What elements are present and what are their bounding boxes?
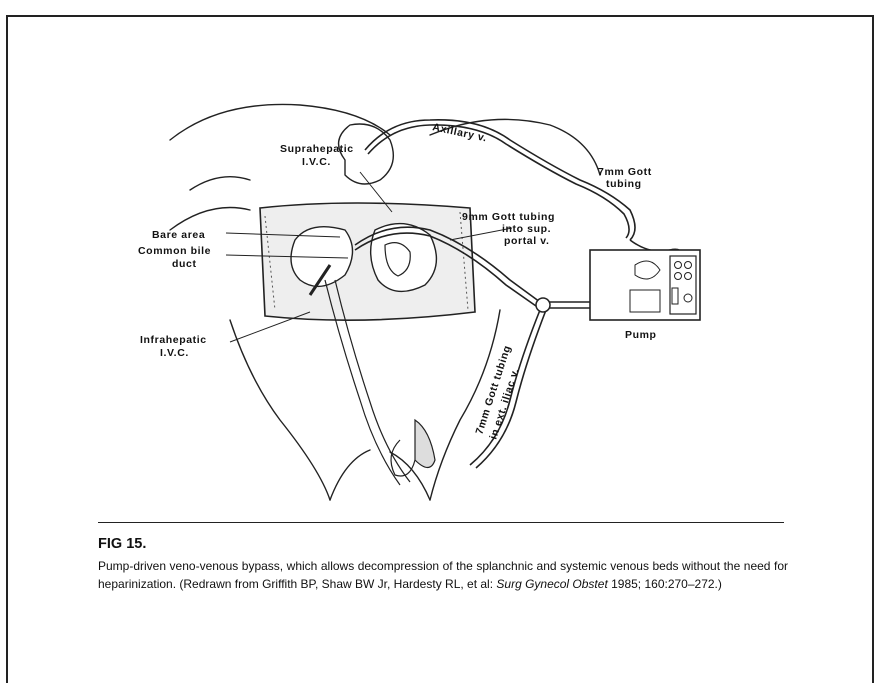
label-9mm-tubing: 9mm Gott tubing [462,211,555,223]
figure-caption: Pump-driven veno-venous bypass, which al… [98,557,788,593]
caption-divider [98,522,784,523]
label-suprahepatic-ivc: I.V.C. [302,156,331,168]
label-infrahepatic: Infrahepatic [140,334,207,346]
label-infrahepatic-ivc: I.V.C. [160,347,189,359]
label-9mm-tubing-2: into sup. [502,223,551,235]
label-common-bile-duct: duct [172,258,197,270]
figure-number: FIG 15. [98,536,146,552]
bypass-illustration: Axillary v. Suprahepatic I.V.C. 7mm Gott… [130,80,770,520]
label-suprahepatic: Suprahepatic [280,143,354,155]
caption-citation: 1985; 160:270–272.) [608,577,722,591]
incision-field [260,203,475,320]
label-9mm-tubing-3: portal v. [504,235,549,247]
label-common-bile: Common bile [138,245,211,257]
label-bare-area: Bare area [152,229,205,241]
pump-device [590,250,700,320]
y-connector [536,298,550,312]
label-7mm-tubing: 7mm Gott [598,166,652,178]
caption-journal: Surg Gynecol Obstet [496,577,607,591]
label-7mm-tubing-2: tubing [606,178,642,190]
label-pump: Pump [625,329,657,341]
